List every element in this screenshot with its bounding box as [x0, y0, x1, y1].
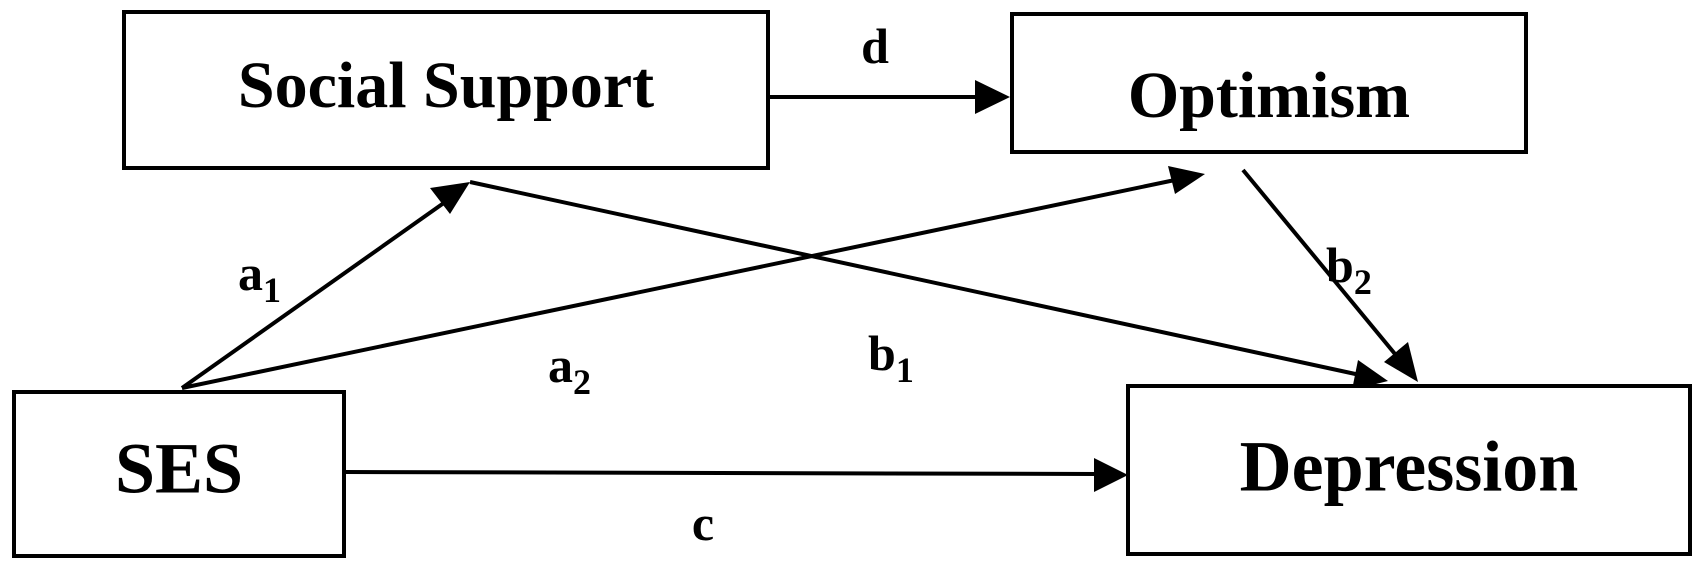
label-c: c — [692, 495, 714, 551]
arrowhead-a1 — [430, 182, 470, 214]
arrowhead-b2 — [1384, 342, 1418, 382]
edge-b2 — [1241, 168, 1402, 362]
label-a1: a1 — [238, 245, 281, 310]
label-b1-main: b — [868, 325, 896, 381]
label-d-main: d — [861, 18, 889, 74]
label-a1-main: a — [238, 245, 263, 301]
node-depression: Depression — [1126, 384, 1692, 556]
edge-a1 — [180, 198, 450, 390]
label-a2-main: a — [548, 337, 573, 393]
edge-c — [344, 470, 1101, 476]
node-ses-label: SES — [115, 429, 243, 509]
node-social-support-label: Social Support — [238, 49, 654, 122]
edge-a2 — [181, 178, 1176, 390]
label-b1: b1 — [868, 325, 914, 390]
node-depression-label: Depression — [1240, 427, 1579, 507]
label-b2: b2 — [1326, 237, 1372, 302]
label-b2-sub: 2 — [1354, 262, 1372, 302]
arrowhead-b1 — [1352, 360, 1388, 390]
node-optimism: Optimism — [1010, 12, 1528, 154]
edge-b1 — [469, 180, 1361, 377]
node-ses: SES — [12, 390, 346, 558]
node-social-support: Social Support — [122, 10, 770, 170]
label-a2: a2 — [548, 337, 591, 402]
node-optimism-label: Optimism — [1128, 59, 1410, 132]
edges — [180, 80, 1418, 492]
arrowhead-c — [1094, 458, 1128, 492]
arrowhead-d — [975, 80, 1010, 114]
label-a1-sub: 1 — [263, 270, 281, 310]
label-b1-sub: 1 — [896, 350, 914, 390]
label-a2-sub: 2 — [573, 362, 591, 402]
label-b2-main: b — [1326, 237, 1354, 293]
arrowhead-a2 — [1168, 166, 1205, 194]
label-d: d — [861, 18, 889, 74]
label-c-main: c — [692, 495, 714, 551]
